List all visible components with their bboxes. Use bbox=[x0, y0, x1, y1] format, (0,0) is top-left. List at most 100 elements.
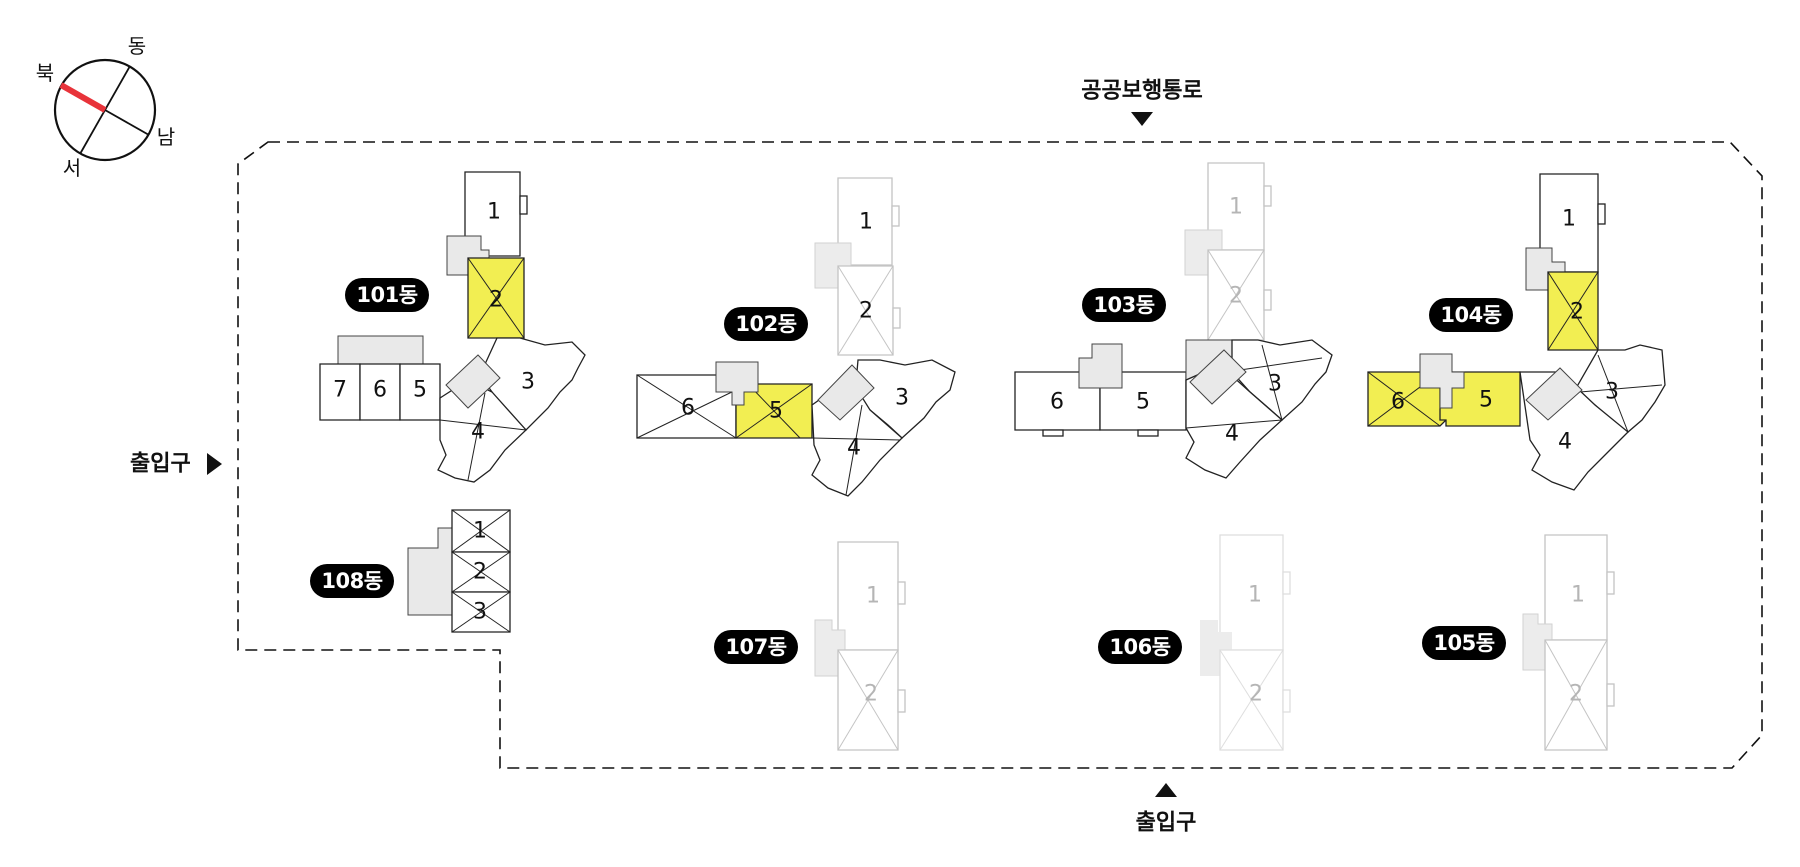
left-entrance: 출입구 bbox=[130, 452, 222, 477]
unit-108-3-number: 3 bbox=[473, 600, 487, 625]
unit-102-1-number: 1 bbox=[859, 210, 873, 235]
bottom-entrance-label: 출입구 bbox=[1136, 811, 1197, 836]
balcony bbox=[1042, 429, 1064, 437]
unit-102-2-number: 2 bbox=[859, 299, 873, 324]
unit-103-2-number: 2 bbox=[1229, 284, 1243, 309]
diag bbox=[636, 389, 737, 439]
building-106-badge bbox=[1098, 630, 1182, 664]
unit-102-5-number: 5 bbox=[769, 399, 783, 424]
unit-101-6-number: 6 bbox=[373, 378, 387, 403]
unit-101-4-number: 4 bbox=[471, 420, 485, 445]
building-108-label: 108동 bbox=[321, 569, 382, 593]
unit-107-1-number: 1 bbox=[866, 584, 880, 609]
unit-101-1-number: 1 bbox=[487, 200, 501, 225]
balcony bbox=[1137, 429, 1159, 437]
unit-104-1-number: 1 bbox=[1562, 207, 1576, 232]
building-107-label: 107동 bbox=[725, 635, 786, 659]
unit-103-1-number: 1 bbox=[1229, 195, 1243, 220]
site-boundary bbox=[237, 141, 1763, 769]
core-101-left bbox=[337, 335, 424, 365]
core-103-mid bbox=[1189, 349, 1247, 405]
core-102-mid bbox=[817, 364, 875, 421]
diag bbox=[837, 265, 894, 356]
unit-102-6-number: 6 bbox=[681, 396, 695, 421]
building-103-label: 103동 bbox=[1093, 293, 1154, 317]
unit-103-5-number: 5 bbox=[1136, 390, 1150, 415]
balcony bbox=[1597, 203, 1606, 225]
building-105: 1 2 105동 bbox=[1422, 534, 1615, 751]
diag bbox=[1261, 344, 1283, 421]
compass: 북 동 남 서 bbox=[36, 34, 175, 180]
core-103-left bbox=[1078, 343, 1123, 389]
down-arrow-icon bbox=[1131, 112, 1153, 126]
unit-103-4-number: 4 bbox=[1225, 422, 1239, 447]
balcony bbox=[892, 307, 901, 329]
balcony bbox=[897, 689, 906, 713]
right-arrow-icon bbox=[207, 453, 222, 475]
diag bbox=[845, 404, 863, 496]
diag bbox=[451, 591, 511, 633]
building-103: 1 2 6 5 3 4 103동 bbox=[1014, 162, 1333, 479]
unit-101-7-number: 7 bbox=[333, 378, 347, 403]
building-105-label: 105동 bbox=[1433, 631, 1494, 655]
diag bbox=[1185, 419, 1283, 429]
unit-102-4-number: 4 bbox=[847, 436, 861, 461]
diag bbox=[1239, 357, 1323, 371]
building-107-badge bbox=[714, 630, 798, 664]
balcony bbox=[1282, 571, 1291, 595]
diag bbox=[1597, 354, 1629, 433]
public-pedestrian-path-label: 공공보행통로 bbox=[1081, 79, 1202, 104]
compass-north-label: 북 bbox=[36, 61, 54, 85]
diag bbox=[439, 419, 527, 431]
building-101-badge bbox=[345, 278, 429, 312]
unit-108-2-number: 2 bbox=[473, 560, 487, 585]
diag bbox=[451, 509, 511, 553]
unit-106-2-number: 2 bbox=[1249, 682, 1263, 707]
diag bbox=[837, 649, 899, 751]
building-108: 1 2 3 108동 bbox=[310, 509, 511, 633]
diag bbox=[451, 551, 511, 593]
building-106-label: 106동 bbox=[1109, 635, 1170, 659]
unit-108-1-number: 1 bbox=[473, 519, 487, 544]
building-102-label: 102동 bbox=[735, 312, 796, 336]
diag bbox=[467, 257, 525, 339]
unit-107-2-number: 2 bbox=[864, 682, 878, 707]
unit-102-3-number: 3 bbox=[895, 386, 909, 411]
diag bbox=[467, 392, 486, 481]
compass-west-label: 서 bbox=[63, 156, 81, 180]
balcony bbox=[1282, 689, 1291, 713]
balcony bbox=[1263, 289, 1272, 311]
balcony bbox=[519, 195, 528, 215]
unit-101-2-number: 2 bbox=[489, 288, 503, 313]
compass-east-label: 동 bbox=[128, 34, 146, 58]
core-104-mid bbox=[1525, 367, 1583, 421]
core-101-mid bbox=[445, 354, 501, 409]
unit-103-3-number: 3 bbox=[1268, 372, 1282, 397]
diag bbox=[1547, 271, 1599, 351]
balcony bbox=[1263, 185, 1272, 207]
diag bbox=[1207, 249, 1265, 341]
core-104-left bbox=[1419, 353, 1465, 409]
diag bbox=[1544, 639, 1608, 751]
building-104-badge bbox=[1429, 298, 1513, 332]
unit-101-5-number: 5 bbox=[413, 378, 427, 403]
building-105-badge bbox=[1422, 626, 1506, 660]
unit-104-5-number: 5 bbox=[1479, 388, 1493, 413]
building-107: 1 2 107동 bbox=[714, 541, 906, 751]
unit-104-3-number: 3 bbox=[1605, 380, 1619, 405]
building-103-badge bbox=[1082, 288, 1166, 322]
building-108-badge bbox=[310, 564, 394, 598]
unit-103-6-number: 6 bbox=[1050, 390, 1064, 415]
unit-106-1-number: 1 bbox=[1248, 583, 1262, 608]
diag bbox=[1579, 384, 1663, 393]
compass-north-needle bbox=[59, 82, 107, 113]
unit-104-4-number: 4 bbox=[1558, 430, 1572, 455]
building-104: 1 2 6 5 3 4 104동 bbox=[1367, 173, 1666, 491]
building-102: 1 2 6 5 3 4 102동 bbox=[636, 177, 956, 497]
left-entrance-label: 출입구 bbox=[130, 452, 191, 477]
unit-105-2-number: 2 bbox=[1569, 682, 1583, 707]
balcony bbox=[1606, 571, 1615, 595]
up-arrow-icon bbox=[1155, 783, 1177, 797]
unit-104-6-number: 6 bbox=[1391, 390, 1405, 415]
